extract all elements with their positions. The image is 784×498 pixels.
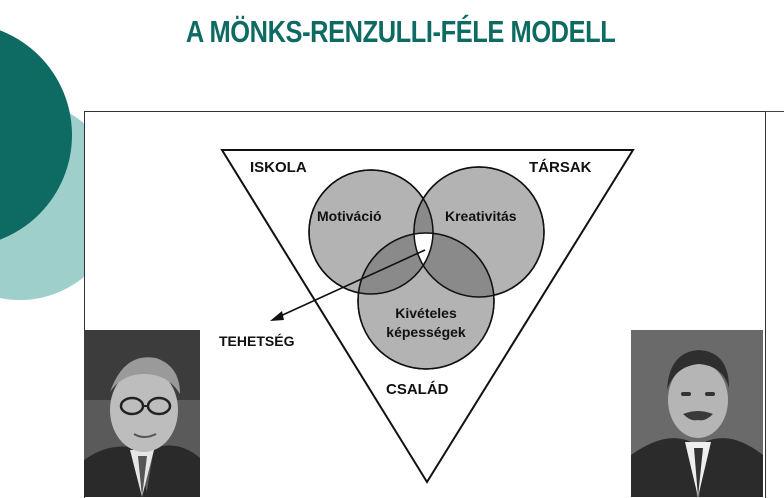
portrait-photo-left (84, 330, 200, 497)
portrait-photo-right (631, 330, 763, 497)
circle-label-ability-line1: Kivételes (395, 305, 457, 321)
talent-pointer-arrow (275, 249, 426, 319)
corner-label-school: ISKOLA (250, 159, 307, 176)
overlap-creativity-ability (414, 233, 494, 297)
circle-label-ability-line2: képességek (386, 324, 466, 340)
decor-circle-dark (0, 30, 72, 240)
environment-triangle (220, 149, 635, 484)
decorative-circles (0, 30, 100, 300)
corner-label-peers: TÁRSAK (529, 159, 592, 176)
corner-label-family: CSALÁD (386, 381, 449, 398)
circle-label-motivation: Motiváció (317, 208, 382, 224)
frame-line (765, 111, 784, 112)
slide-title: A MÖNKS-RENZULLI-FÉLE MODELL (185, 14, 616, 49)
pointer-label-talent: TEHETSÉG (219, 333, 295, 349)
arrow-head (270, 311, 284, 321)
circle-label-creativity: Kreativitás (445, 208, 517, 224)
overlap-motivation-ability (358, 233, 433, 294)
